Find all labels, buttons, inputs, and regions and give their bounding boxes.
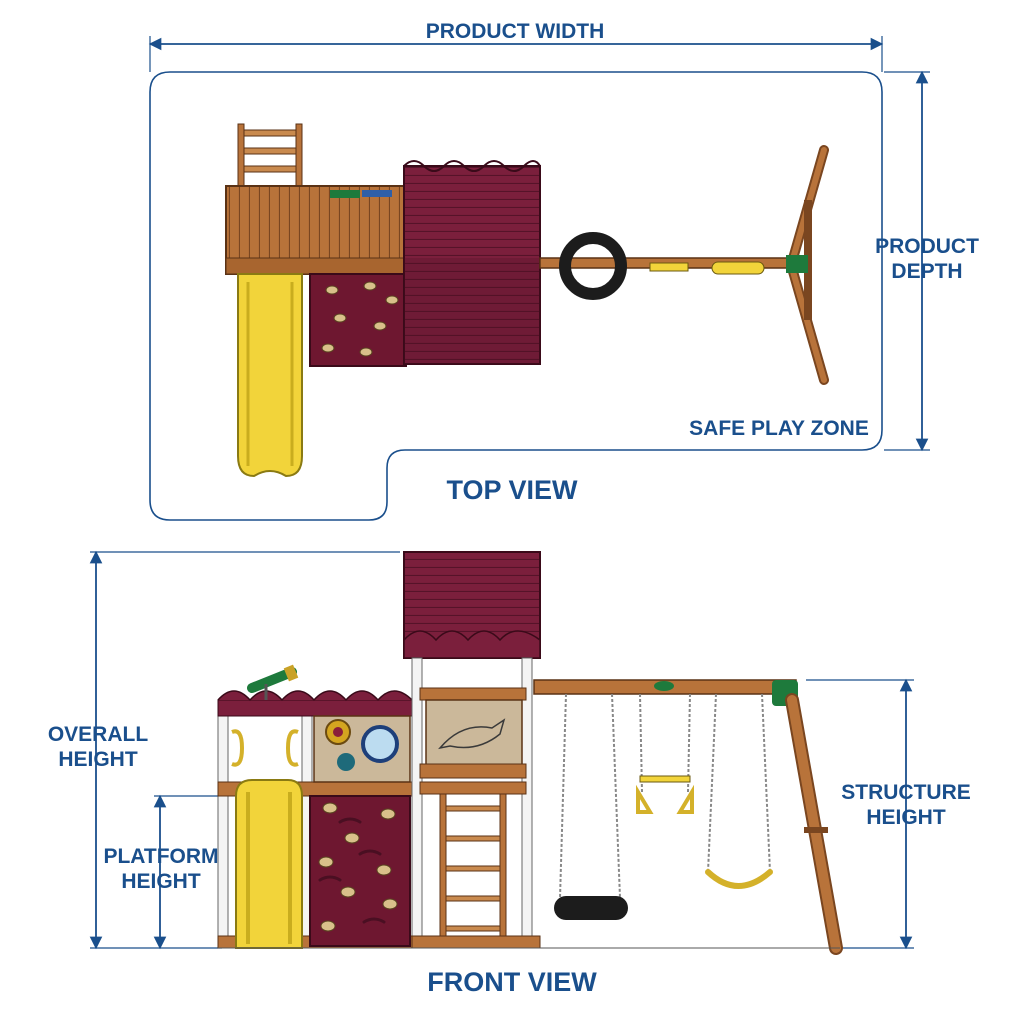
deck-frame-beam: [225, 257, 409, 275]
map-icon: [337, 753, 355, 771]
front-trapeze: [636, 693, 694, 814]
top-belt-swing: [711, 261, 765, 275]
top-ladder: [237, 123, 303, 189]
product-width-label: PRODUCT WIDTH: [425, 20, 605, 43]
overall-height-label-line1: OVERALL: [47, 723, 149, 746]
telescope-topview: [330, 190, 360, 198]
front-belt-swing: [705, 693, 773, 889]
front-tire-swing: [554, 693, 628, 920]
overall-height-label-line2: HEIGHT: [58, 748, 138, 772]
platform-height-label-line2: HEIGHT: [121, 870, 201, 894]
top-roof: [403, 165, 541, 365]
safe-play-zone-label: SAFE PLAY ZONE: [689, 417, 869, 440]
roof-wave-trim: [403, 630, 541, 659]
safe-play-zone-outline: [149, 71, 883, 521]
top-rock-wall: [309, 273, 407, 367]
front-view: [89, 550, 914, 955]
product-depth-label-line2: DEPTH: [891, 260, 963, 284]
structure-height-label-line2: HEIGHT: [866, 806, 946, 830]
top-a-frame: [786, 145, 829, 385]
top-view: [148, 36, 930, 521]
steering-wheel-topview: [362, 190, 392, 197]
top-trapeze: [649, 262, 689, 272]
front-slide: [235, 779, 303, 949]
top-slide: [237, 273, 303, 478]
roof-tower: [403, 551, 541, 949]
platform-height-label: PLATFORM HEIGHT: [98, 844, 224, 894]
beam-badge: [654, 681, 674, 691]
structure-height-label-line1: STRUCTURE: [841, 781, 971, 804]
platform-height-label-line1: PLATFORM: [103, 845, 219, 868]
product-depth-label-line1: PRODUCT: [875, 235, 979, 258]
telescope: [247, 664, 299, 700]
front-view-title: FRONT VIEW: [427, 967, 597, 997]
overall-height-label: OVERALL HEIGHT: [40, 722, 156, 772]
wave-trim: [217, 690, 413, 702]
structure-height-label: STRUCTURE HEIGHT: [836, 780, 976, 830]
fish-drawing: [438, 718, 506, 750]
fish-panel: [425, 699, 523, 767]
product-depth-label: PRODUCT DEPTH: [864, 234, 990, 284]
porthole: [361, 725, 399, 763]
top-view-title: TOP VIEW: [446, 475, 578, 505]
top-tire-swing: [559, 232, 627, 300]
